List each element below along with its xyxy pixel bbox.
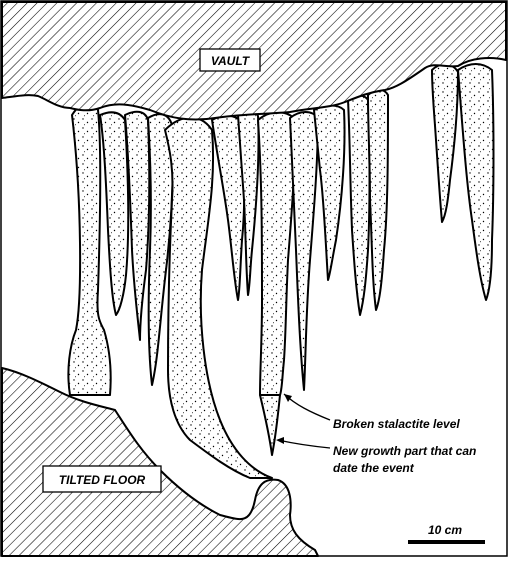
new-growth-line2: date the event bbox=[333, 461, 415, 475]
scale-bar-text: 10 cm bbox=[428, 523, 462, 537]
vault-text: VAULT bbox=[211, 54, 251, 68]
vault-label: VAULT bbox=[200, 49, 260, 71]
tilted-floor-text: TILTED FLOOR bbox=[59, 473, 146, 487]
broken-level-text: Broken stalactite level bbox=[333, 417, 460, 431]
tilted-floor-label: TILTED FLOOR bbox=[43, 466, 161, 492]
new-growth-line1: New growth part that can bbox=[333, 444, 476, 458]
